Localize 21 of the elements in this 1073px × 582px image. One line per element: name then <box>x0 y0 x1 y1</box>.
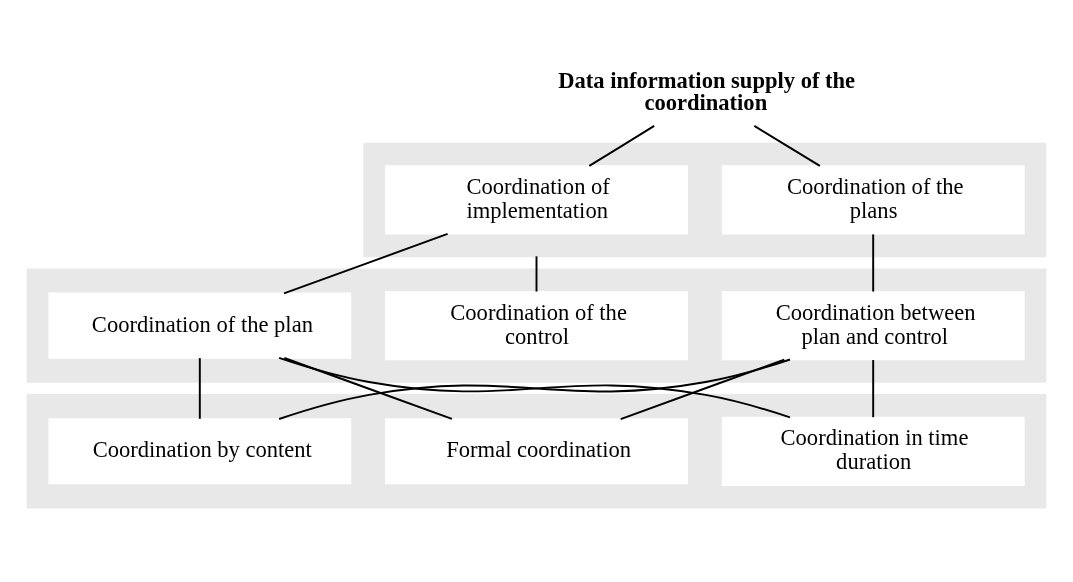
node-box: Coordination in time duration <box>721 416 1025 486</box>
node-box: Coordination by content <box>48 418 352 485</box>
connector <box>535 255 538 293</box>
connector <box>872 233 875 293</box>
connector <box>283 357 453 420</box>
node-box: Coordination of the plan <box>48 292 352 359</box>
cluster <box>363 142 1047 258</box>
connector <box>283 232 449 295</box>
node-box: Coordination of the plans <box>721 165 1025 235</box>
connector <box>198 357 201 420</box>
connector <box>619 358 786 421</box>
node-box: Coordination of the control <box>385 291 688 361</box>
cluster <box>26 394 1047 509</box>
connector <box>588 124 656 167</box>
cluster <box>26 268 1047 383</box>
node-box: Coordination of implementation <box>385 165 688 235</box>
node-box: Coordination between plan and control <box>721 291 1025 361</box>
connector <box>753 124 821 167</box>
node-box: Formal coordination <box>385 418 688 485</box>
node-text: Data information supply of the coordination <box>558 67 856 116</box>
connector <box>872 359 875 419</box>
